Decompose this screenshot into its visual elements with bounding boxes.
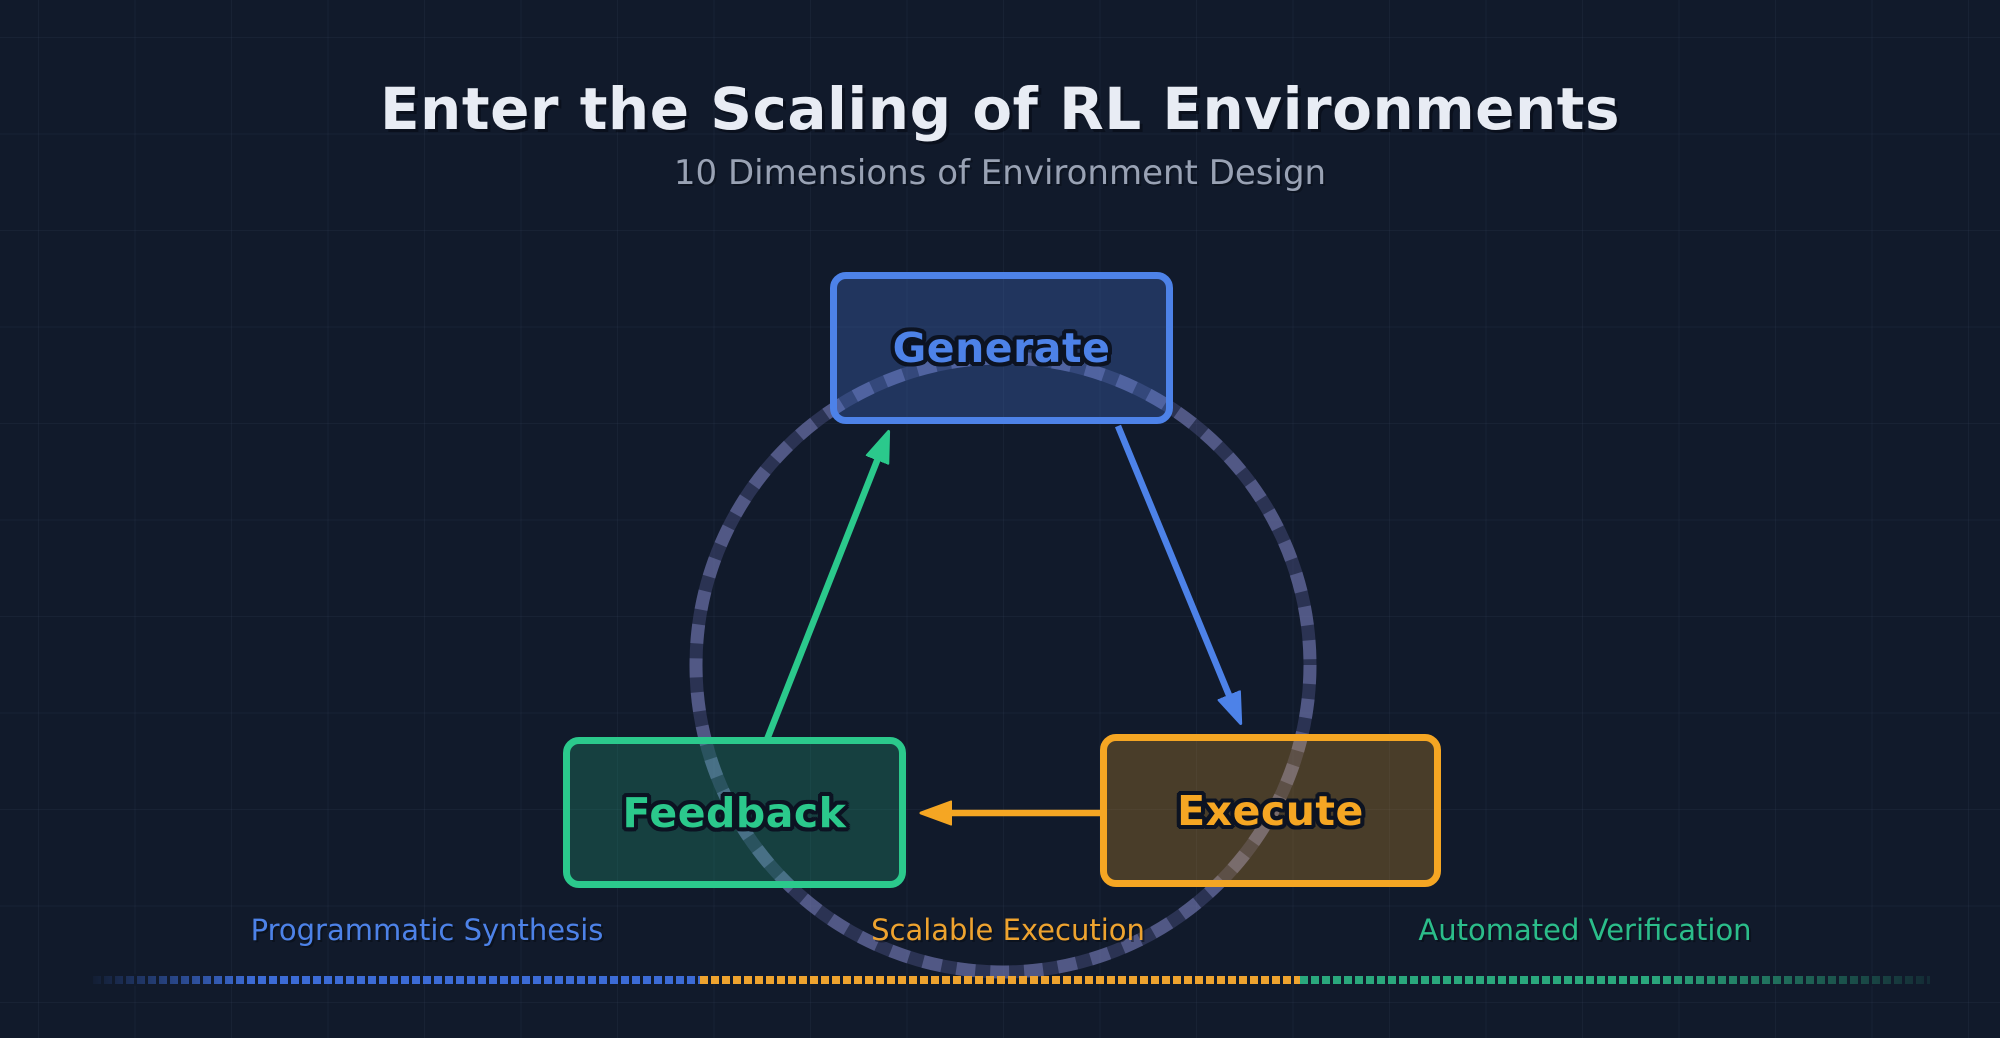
cycle-ring-dashes [689,351,1317,979]
node-execute-label: Execute [1177,786,1364,835]
node-generate-label: Generate [892,324,1111,372]
node-execute: Execute [1100,734,1441,887]
timeline-segment-verification [1300,976,1930,984]
page-title: Enter the Scaling of RL Environments [379,75,1621,143]
page-subtitle: 10 Dimensions of Environment Design [673,153,1327,193]
timeline-fade-right [1650,974,1930,986]
phase-label-scalable-execution: Scalable Execution [871,913,1145,947]
timeline-segment-synthesis [93,976,700,984]
edge-generate-to-execute [1114,424,1238,717]
node-feedback: Feedback [563,737,906,888]
cycle-ring-base [689,351,1317,979]
edge-feedback-to-generate [762,438,886,744]
node-feedback-label: Feedback [622,788,847,837]
timeline-segment-execution [700,976,1300,984]
phase-label-programmatic-synthesis: Programmatic Synthesis [250,913,604,947]
phase-label-automated-verification: Automated Verification [1418,913,1752,947]
timeline-fade-left [93,974,253,986]
phase-timeline [93,974,1930,986]
node-generate: Generate [830,272,1173,424]
